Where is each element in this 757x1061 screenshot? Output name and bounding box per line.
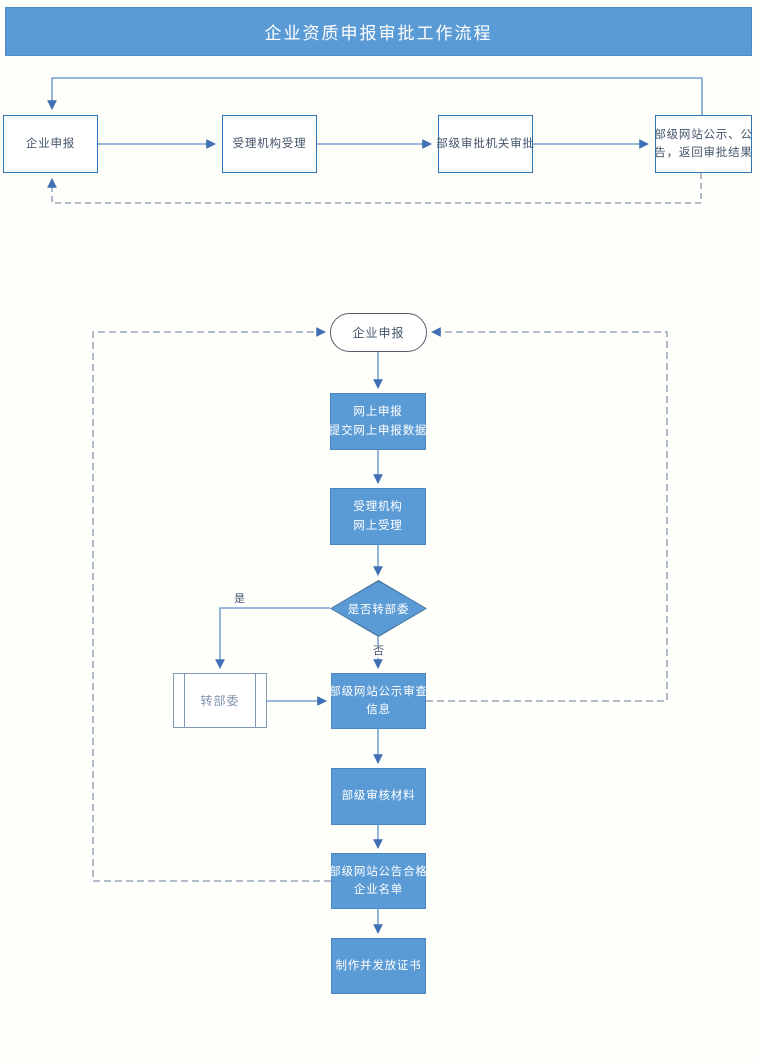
step-online-application: 网上申报 提交网上申报数据: [328, 393, 428, 450]
step-online-acceptance: 受理机构 网上受理: [330, 488, 426, 545]
connector-feedback-solid: [47, 77, 703, 115]
subprocess-transfer-ministry: 转部委: [173, 673, 267, 728]
step-site-publicity-review: 部级网站公示审查 信息: [329, 673, 428, 729]
step-announce-qualified-list: 部级网站公告合格 企业名单: [329, 853, 428, 909]
step-label-line2: 信息: [366, 704, 391, 716]
start-label: 企业申报: [352, 326, 405, 340]
box-label: 受理机构受理: [232, 137, 307, 150]
box-label: 企业申报: [25, 137, 76, 150]
top-flow-box-ministry-approve: 部级审批机关审批: [436, 115, 535, 173]
subprocess-left-bar: [184, 674, 185, 727]
title-banner: 企业资质申报审批工作流程: [5, 7, 752, 56]
step-label-line1: 部级网站公示审查: [329, 685, 428, 698]
connector-feedback-dashed: [47, 173, 702, 204]
top-flow-box-publish-result: 部级网站公示、公 告，返回审批结果: [654, 115, 753, 173]
step-label-line1: 部级网站公告合格: [329, 865, 428, 878]
page-title: 企业资质申报审批工作流程: [264, 24, 493, 43]
step-label: 部级审核材料: [341, 790, 416, 803]
step-label-line2: 网上受理: [353, 519, 403, 532]
connector-loop-right-dashed: [426, 327, 668, 702]
step-label-line2: 企业名单: [353, 884, 404, 896]
label-yes: 是: [233, 593, 246, 607]
step-label-line1: 网上申报: [353, 406, 403, 419]
box-label-line2: 告，返回审批结果: [654, 147, 753, 159]
step-ministry-review-materials: 部级审核材料: [331, 768, 426, 825]
step-label: 制作并发放证书: [335, 959, 422, 972]
subprocess-label: 转部委: [200, 694, 240, 708]
step-label-line1: 受理机构: [353, 501, 403, 514]
top-flow-box-accept: 受理机构受理: [222, 115, 317, 173]
step-issue-certificate: 制作并发放证书: [331, 938, 426, 994]
label-no: 否: [372, 645, 385, 659]
connector-decision-yes-branch: [215, 607, 330, 669]
top-flow-box-enterprise-apply: 企业申报: [3, 115, 98, 173]
step-label-line2: 提交网上申报数据: [328, 424, 428, 437]
connector-loop-left-dashed: [92, 327, 331, 882]
box-label: 部级审批机关审批: [436, 137, 535, 150]
start-node-enterprise-apply: 企业申报: [330, 313, 427, 352]
box-label-line1: 部级网站公示、公: [654, 128, 753, 141]
decision-label: 是否转部委: [347, 603, 410, 616]
subprocess-right-bar: [255, 674, 256, 727]
